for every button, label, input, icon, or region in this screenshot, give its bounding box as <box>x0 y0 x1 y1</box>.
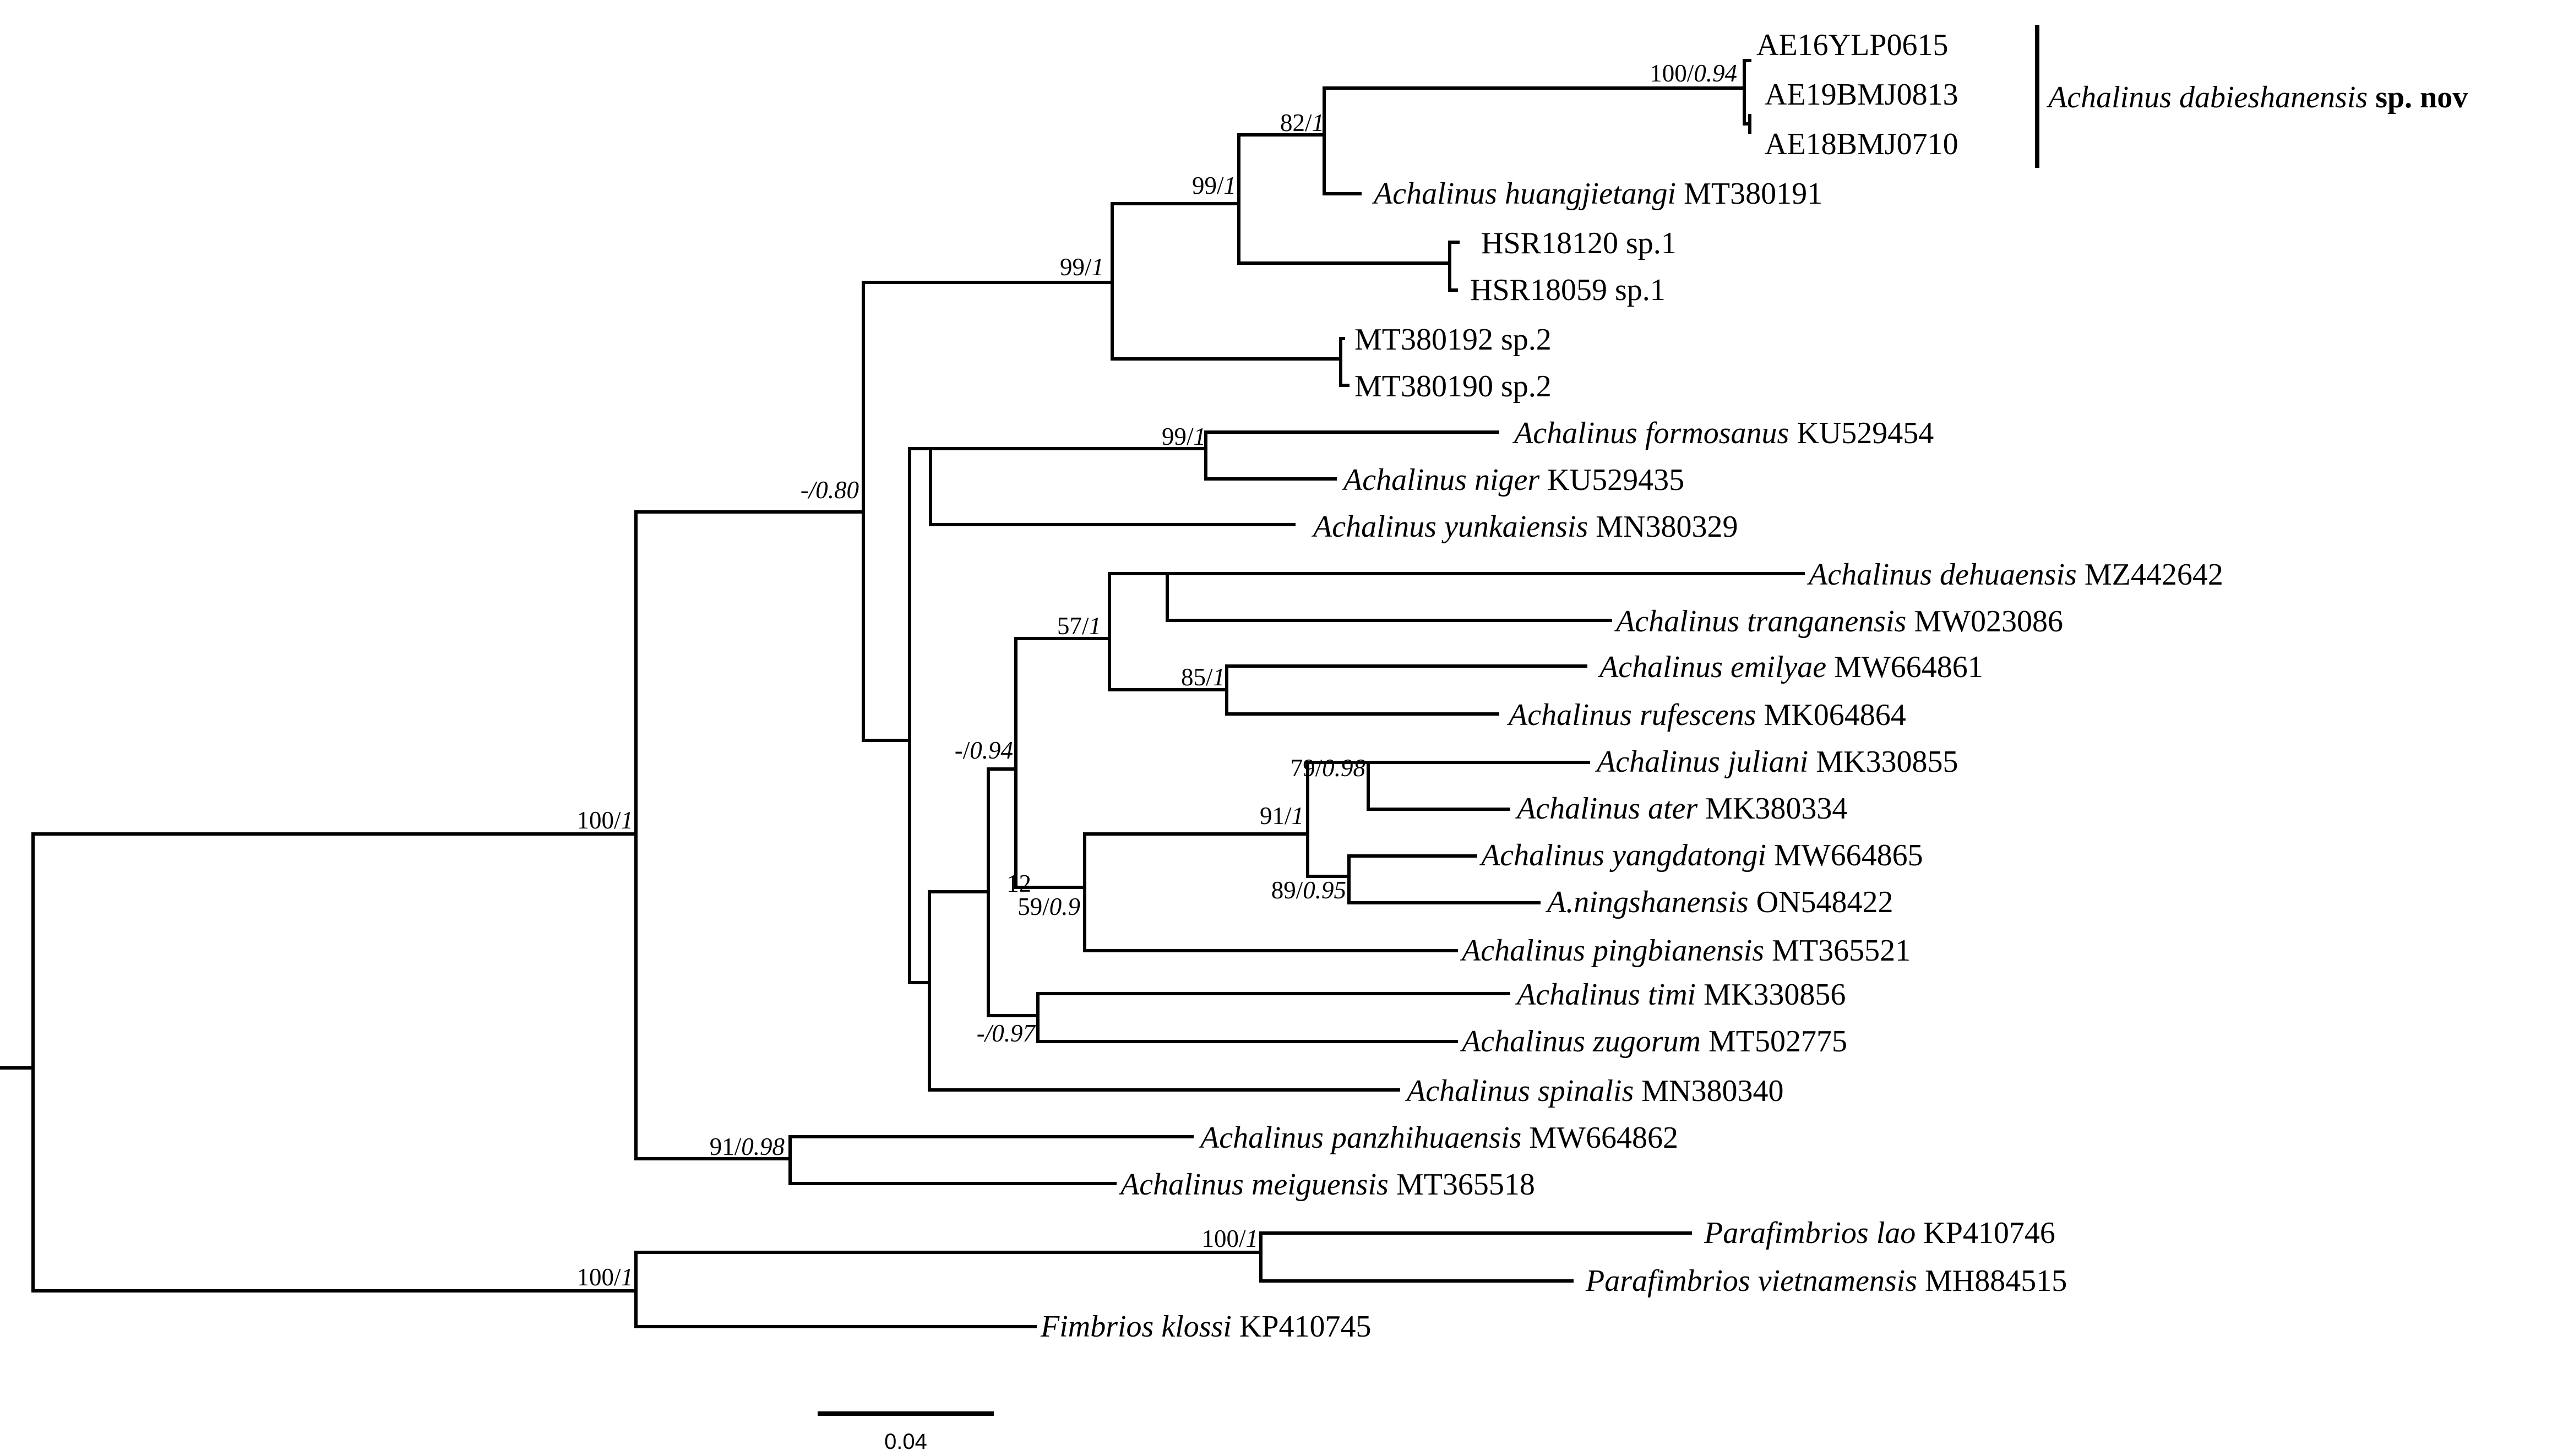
support-label: 99/1 <box>1162 423 1206 450</box>
taxon-label: Achalinus formosanus KU529454 <box>1512 416 1934 450</box>
taxon-label: Achalinus yunkaiensis MN380329 <box>1311 510 1738 544</box>
support-label: -/0.80 <box>801 476 859 504</box>
taxon-label: Achalinus zugorum MT502775 <box>1460 1024 1847 1059</box>
support-label: 100/1 <box>576 806 633 834</box>
taxon-label: Achalinus emilyae MW664861 <box>1597 650 1983 684</box>
support-label: 99/1 <box>1060 253 1104 281</box>
taxon-label: AE18BMJ0710 <box>1765 127 1958 161</box>
taxon-label: Achalinus huangjietangi MT380191 <box>1372 177 1822 211</box>
tree-branches <box>0 59 1805 1328</box>
support-label: -/0.97 <box>977 1019 1037 1047</box>
support-label: 79/0.98 <box>1291 754 1365 782</box>
taxon-label: AE19BMJ0813 <box>1765 78 1958 112</box>
support-label: 89/0.95 <box>1271 876 1346 904</box>
support-label: -/0.94 <box>955 737 1013 764</box>
taxon-label: Achalinus tranganensis MW023086 <box>1614 604 2063 639</box>
support-label: 82/1 <box>1280 109 1324 137</box>
scale-bar-label: 0.04 <box>884 1430 927 1454</box>
taxon-label: Achalinus pingbianensis MT365521 <box>1460 934 1911 968</box>
taxon-label: Achalinus spinalis MN380340 <box>1405 1074 1783 1108</box>
support-label: 100/1 <box>576 1263 633 1291</box>
taxon-label: Achalinus juliani MK330855 <box>1595 745 1958 779</box>
taxon-label: MT380192 sp.2 <box>1354 323 1552 357</box>
taxon-label: Fimbrios klossi KP410745 <box>1040 1310 1372 1344</box>
taxon-label: Achalinus ater MK380334 <box>1515 792 1847 826</box>
clade-label: Achalinus dabieshanensis sp. nov <box>2046 80 2468 114</box>
taxon-labels: AE16YLP0615 AE19BMJ0813 AE18BMJ0710 Acha… <box>1040 28 2223 1344</box>
support-values: 100/0.94 82/1 99/1 99/1 99/1 -/0.80 57/1… <box>576 59 1737 1291</box>
taxon-label: AE16YLP0615 <box>1756 28 1948 62</box>
taxon-label: Achalinus meiguensis MT365518 <box>1118 1168 1535 1202</box>
taxon-label: Achalinus timi MK330856 <box>1515 978 1846 1012</box>
taxon-label: Parafimbrios lao KP410746 <box>1704 1216 2055 1250</box>
taxon-label: Achalinus yangdatongi MW664865 <box>1479 838 1923 872</box>
support-label: 59/0.9 <box>1017 893 1080 920</box>
support-label: 91/0.98 <box>710 1133 785 1160</box>
stray-label: 12 <box>1006 870 1031 897</box>
support-label: 99/1 <box>1192 172 1236 199</box>
support-label: 100/0.94 <box>1650 59 1737 87</box>
taxon-label: Parafimbrios vietnamensis MH884515 <box>1585 1264 2067 1298</box>
taxon-label: Achalinus panzhihuaensis MW664862 <box>1198 1121 1678 1155</box>
support-label: 91/1 <box>1260 802 1304 830</box>
taxon-label: Achalinus niger KU529435 <box>1341 463 1684 497</box>
taxon-label: A.ningshanensis ON548422 <box>1545 885 1893 919</box>
support-label: 100/1 <box>1201 1225 1258 1252</box>
support-label: 85/1 <box>1181 663 1225 691</box>
taxon-label: Achalinus dehuaensis MZ442642 <box>1806 558 2223 592</box>
taxon-label: HSR18120 sp.1 <box>1481 226 1677 260</box>
taxon-label: HSR18059 sp.1 <box>1470 273 1666 307</box>
support-label: 57/1 <box>1057 612 1101 640</box>
taxon-label: MT380190 sp.2 <box>1354 369 1552 403</box>
taxon-label: Achalinus rufescens MK064864 <box>1506 698 1906 732</box>
